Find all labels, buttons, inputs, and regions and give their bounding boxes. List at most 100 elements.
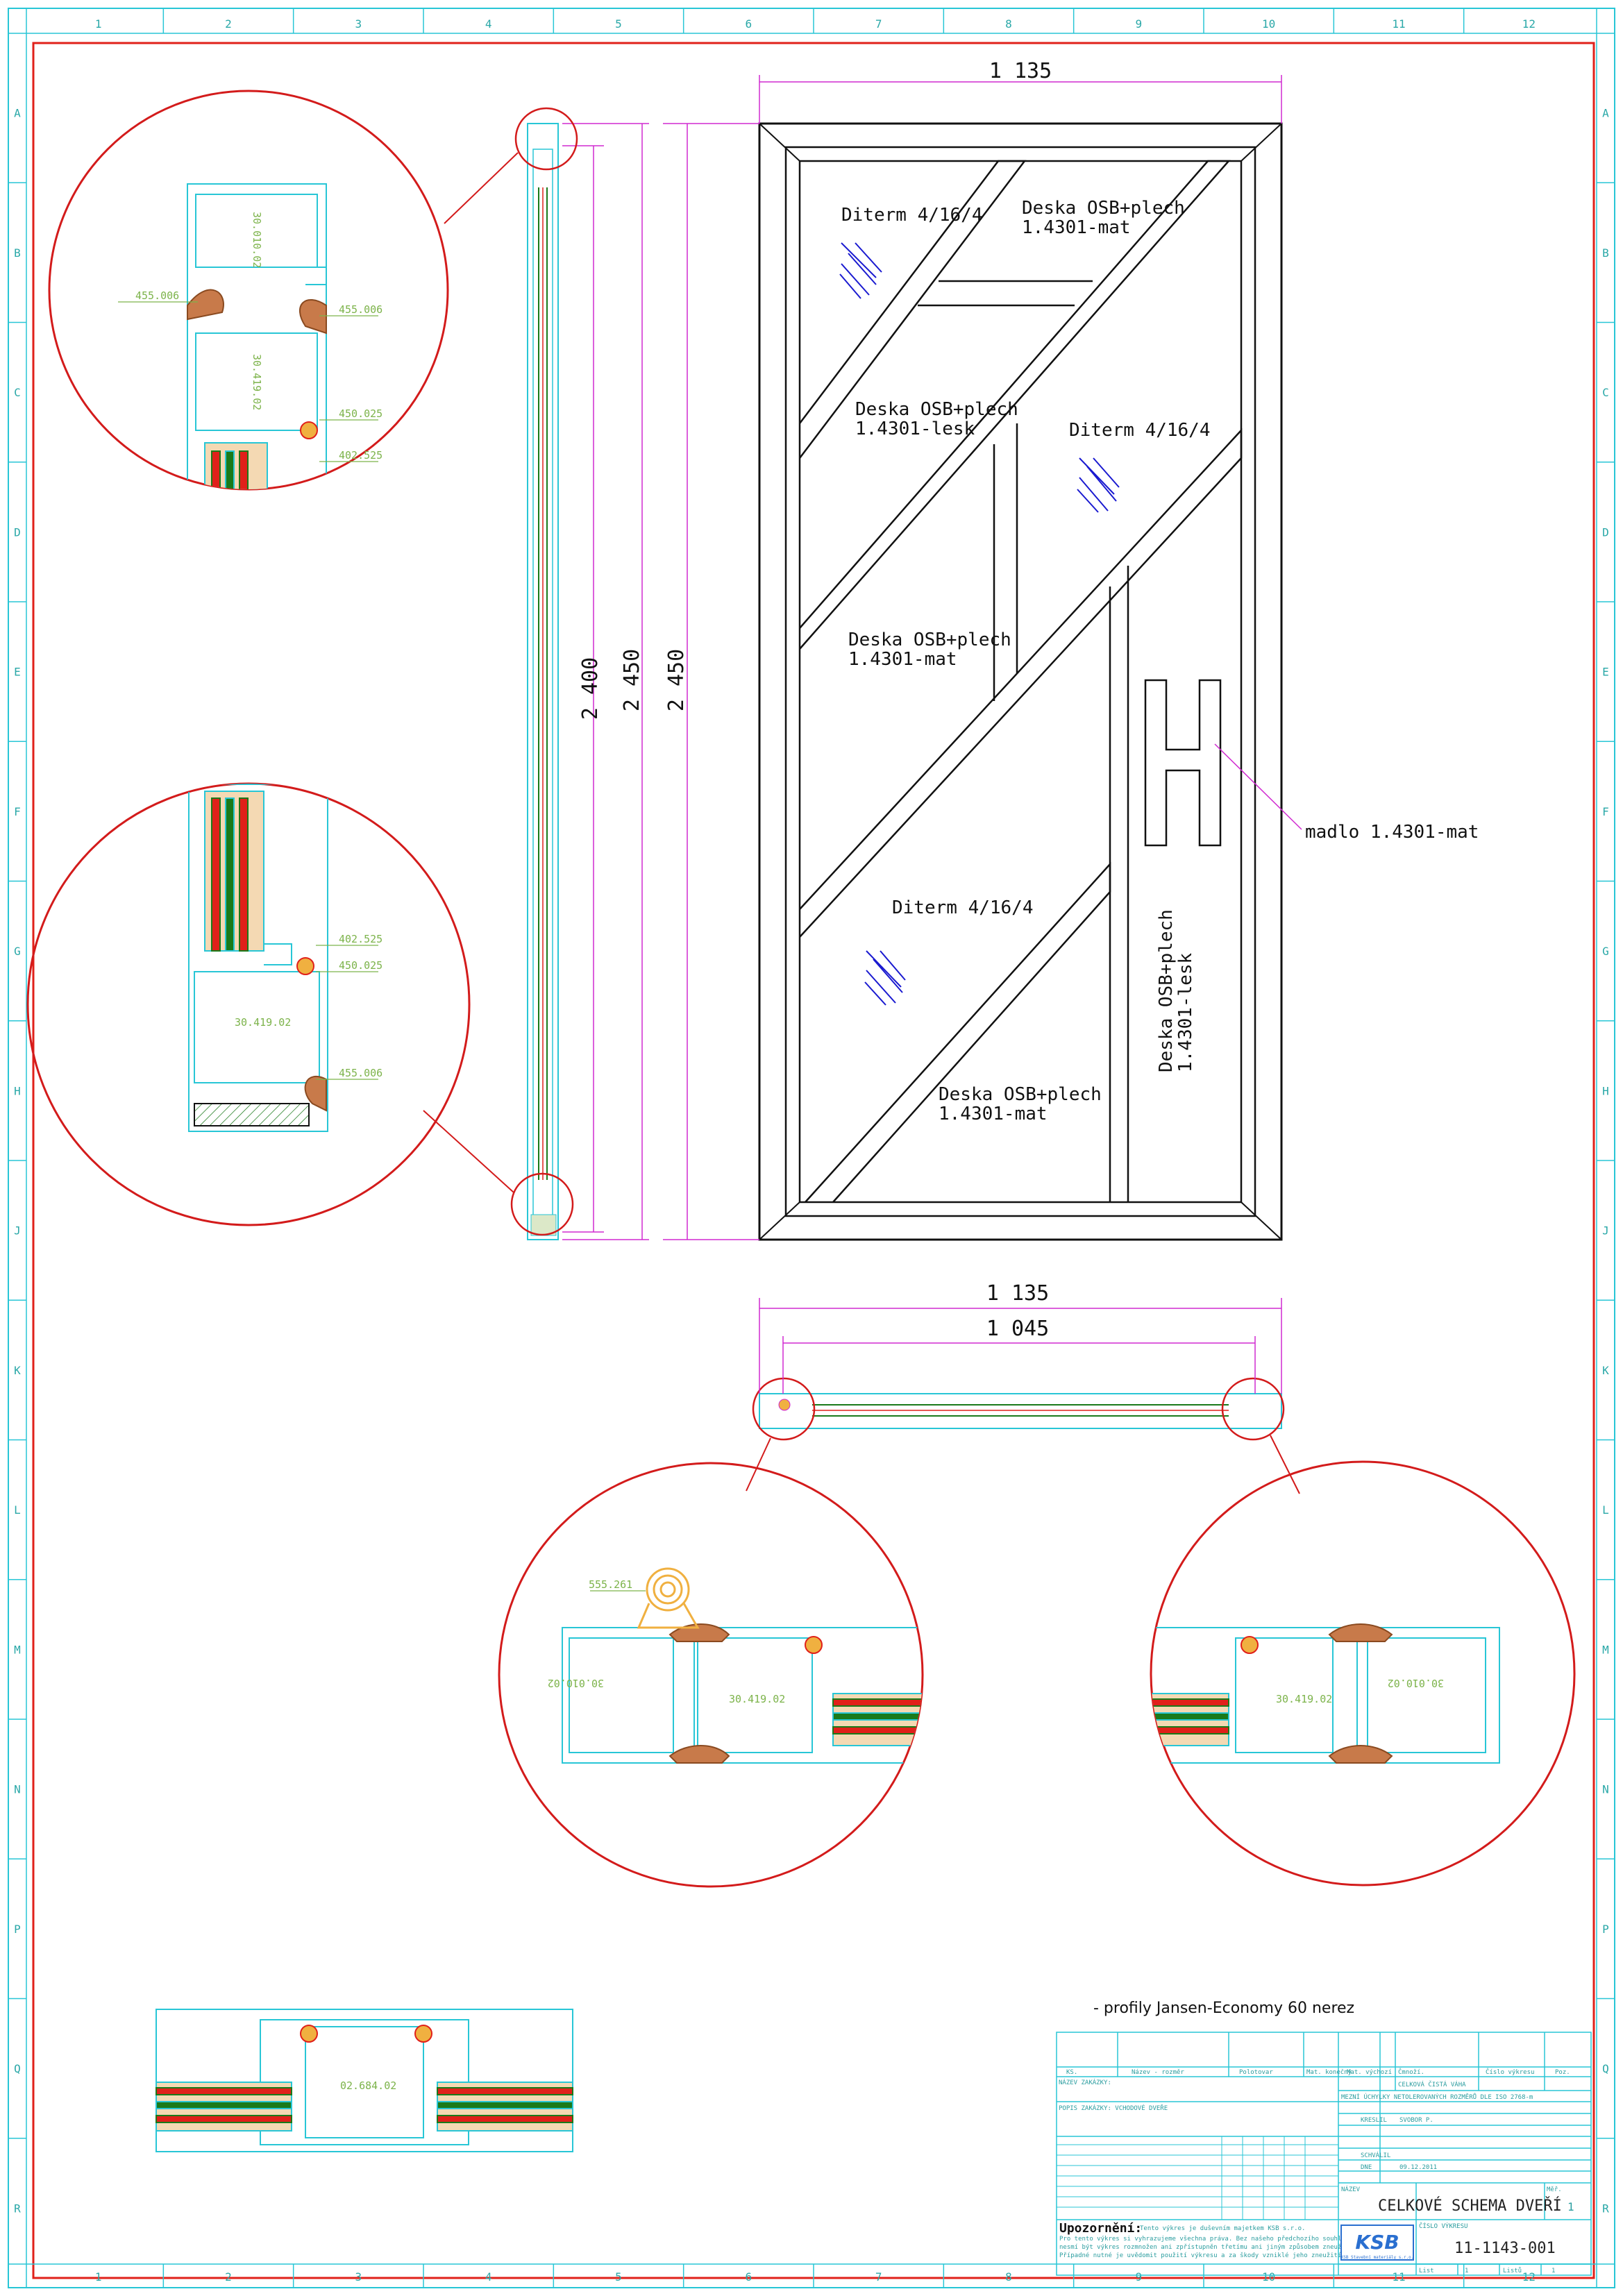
vertical-section [423,107,578,1240]
detail-ml-profile: 30.419.02 [235,1016,291,1029]
grid-row-label: N [14,1783,21,1796]
grid-row-label: N [1602,1783,1609,1796]
grid-row-label: J [14,1224,21,1238]
grid-row-label: E [14,666,21,679]
grid-row-label: R [1602,2202,1609,2215]
grid-column-label: 8 [1005,17,1012,31]
grid-column-label: 7 [875,2270,882,2284]
title-block [1056,2032,1592,2276]
panel-label-glass-1: Diterm 4/16/4 [841,205,983,226]
grid-column-label: 3 [355,2270,362,2284]
grid-column-label: 2 [225,2270,232,2284]
door-elevation [758,122,1302,1241]
grid-column-label: 5 [615,2270,622,2284]
grid-column-label: 9 [1136,17,1143,31]
grid-row-label: P [14,1923,21,1936]
grid-row-label: B [1602,246,1609,260]
mullion-profile-label: 02.684.02 [340,2079,396,2092]
grid-column-label: 8 [1005,2270,1012,2284]
panel-label-osb-2: Deska OSB+plech [855,399,1018,420]
detail-mid-left: 402.525 450.025 30.419.02 455.006 [26,782,471,1226]
tb-tolerance: MEZNÍ ÚCHYLKY NETOLEROVANÝCH ROZMĚRŮ DLE… [1341,2093,1533,2101]
tb-header-ks: KS. [1066,2069,1077,2076]
grid-column-label: 1 [95,2270,102,2284]
grid-column-label: 12 [1522,2270,1536,2284]
tb-warning-title: Upozornění: [1059,2221,1142,2236]
grid-column-label: 10 [1262,17,1275,31]
grid-row-label: D [14,525,21,539]
grid-column-label: 1 [95,17,102,31]
grid-column-label: 6 [746,2270,752,2284]
grid-column-label: 3 [355,17,362,31]
grid-row-label: J [1602,1224,1609,1238]
ksb-logo: KSB [1355,2231,1399,2254]
panel-label-osb-3-finish: 1.4301-mat [848,649,957,670]
panel-label-osb-4-finish: 1.4301-mat [939,1104,1048,1124]
grid-row-label: B [14,246,21,260]
grid-row-label: M [1602,1643,1609,1656]
grid-row-label: F [1602,805,1609,818]
grid-row-label: K [1602,1364,1609,1377]
detail-tl-profile-2: 30.419.02 [251,354,263,410]
grid-column-label: 11 [1392,2270,1405,2284]
sheet-frame [8,8,1615,2288]
door-panel-labels: Diterm 4/16/4 Deska OSB+plech 1.4301-mat… [841,198,1479,1124]
tb-date: 09.12.2011 [1399,2164,1437,2171]
detail-tl-part-2: 402.525 [339,449,382,462]
tb-header-semi: Polotovar [1239,2069,1273,2076]
tb-header-name: Název - rozměr [1132,2069,1184,2076]
grid-row-label: L [1602,1503,1609,1517]
grid-column-label: 5 [615,17,622,31]
tb-scale: 1 [1567,2200,1574,2213]
tb-scale-label: Měř. [1547,2186,1562,2193]
tb-date-label: DNE [1361,2164,1372,2171]
tb-order-label: POPIS ZAKÁZKY: VCHODOVÉ DVEŘE [1059,2104,1168,2112]
detail-ml-part-2: 450.025 [339,959,382,972]
grid-row-label: C [1602,386,1609,399]
tb-header-qty: Čmnoží. [1398,2068,1424,2076]
tb-sheets-label: Listů [1503,2267,1522,2274]
tb-sheets: 1 [1551,2268,1555,2274]
detail-top-left: 30.010.02 455.006 455.006 30.419.02 450.… [48,90,449,491]
grid-row-label: Q [1602,2062,1609,2075]
grid-column-label: 11 [1392,17,1405,31]
grid-column-label: 12 [1522,17,1536,31]
tb-customer-label: NÁZEV ZAKÁZKY: [1059,2078,1111,2086]
grid-row-label: H [14,1084,21,1097]
panel-label-osb-5: Deska OSB+plech [1156,909,1177,1072]
drawing-title: CELKOVÉ SCHEMA DVEŘÍ [1378,2197,1562,2215]
tb-drawing-no-label: ČÍSLO VÝKRESU [1419,2222,1468,2230]
grid-row-label: M [14,1643,21,1656]
tb-drawn-by: SVOBOR P. [1399,2117,1433,2124]
plan-section [746,1298,1300,1494]
profile-note: - profily Jansen-Economy 60 nerez [1093,2000,1354,2017]
door-width-dimension: 1 135 [989,59,1052,83]
grid-row-label: L [14,1503,21,1517]
detail-tl-gasket-2: 455.006 [339,303,382,316]
grid-column-label: 10 [1262,2270,1275,2284]
grid-row-label: R [14,2202,21,2215]
grid-row-label: C [14,386,21,399]
tb-warning-line-1: Tento výkres je duševním majetkem KSB s.… [1140,2225,1305,2232]
grid-row-label: D [1602,525,1609,539]
tb-header-mat-start: Mat. výchozí [1347,2069,1392,2076]
drawing-number: 11-1143-001 [1454,2240,1556,2257]
panel-label-osb-3: Deska OSB+plech [848,630,1011,650]
grid-row-label: G [1602,945,1609,958]
title-block-text: KS. Název - rozměr Polotovar Mat. konečn… [1059,2068,1574,2274]
height-dimension-2450-a: 2 450 [620,649,644,711]
height-dimension-2450-b: 2 450 [664,649,689,711]
detail-ml-part-1: 402.525 [339,933,382,945]
panel-label-osb-1: Deska OSB+plech [1022,198,1185,219]
detail-bottom-right: 30.419.02 30.010.02 [1150,1460,1576,1886]
tb-sheet: 1 [1465,2268,1468,2274]
grid-row-label: A [1602,107,1609,120]
glass-hatch-marks [839,242,1120,1006]
grid-row-label: P [1602,1923,1609,1936]
grid-row-label: A [14,107,21,120]
panel-label-osb-5-finish: 1.4301-lesk [1175,952,1196,1072]
panel-label-osb-2-finish: 1.4301-lesk [855,419,975,439]
